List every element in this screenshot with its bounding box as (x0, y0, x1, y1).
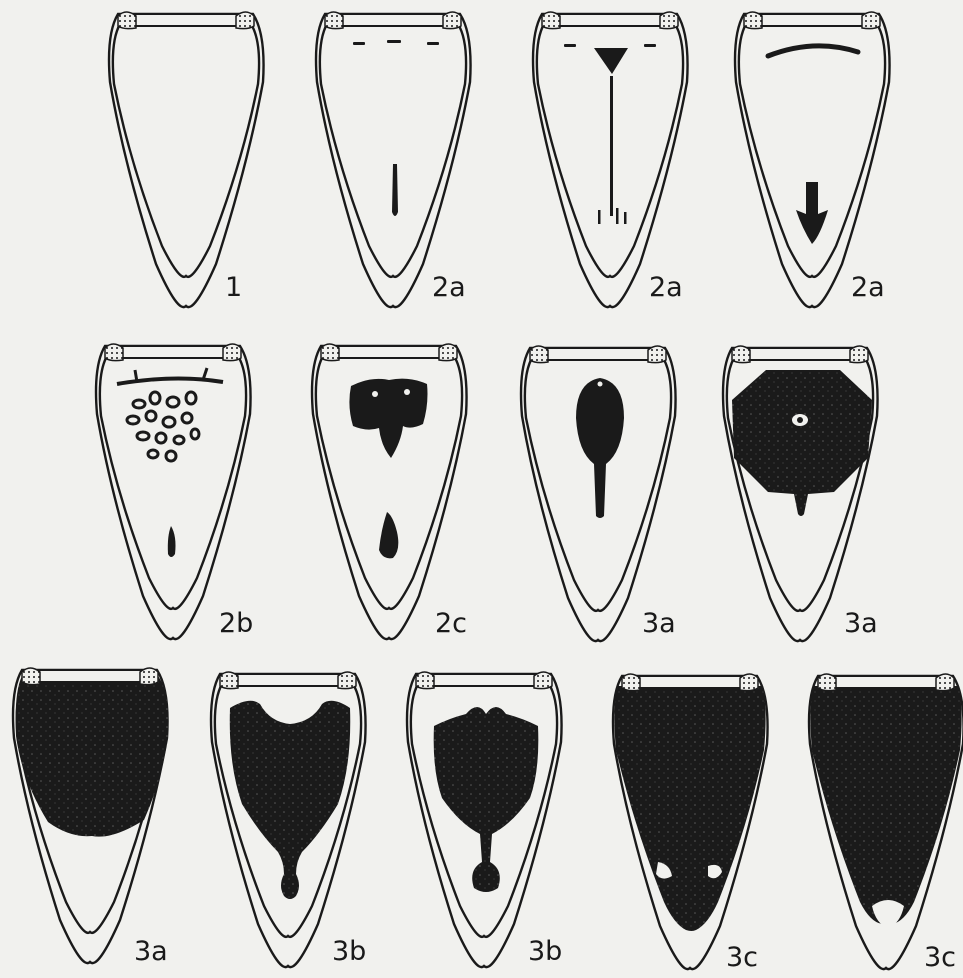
left-cap-stipple (818, 674, 836, 691)
right-cap-stipple (660, 12, 678, 29)
top-cap-bar (638, 676, 742, 688)
left-cap-stipple (105, 344, 123, 361)
panel-4: 2a (735, 12, 890, 307)
top-cap-bar (341, 14, 445, 26)
panel-11: 3b (407, 672, 562, 967)
left-cap-stipple (220, 672, 238, 689)
panel-label: 2a (649, 272, 683, 303)
panel-12: 3c (613, 674, 768, 973)
right-cap-stipple (862, 12, 880, 29)
lesion-upper-full (16, 676, 169, 837)
left-cap-stipple (622, 674, 640, 691)
panel-5: 2b (96, 344, 253, 639)
top-cap-bar (546, 348, 650, 360)
lesion-crown-blot (349, 379, 427, 559)
panel-label: 2a (432, 272, 466, 303)
top-cap-bar (236, 674, 340, 686)
lesion-spots (117, 368, 223, 557)
panel-10: 3b (211, 672, 366, 967)
lesion-octagon (732, 370, 872, 516)
top-cap-bar (748, 348, 852, 360)
left-cap-stipple (542, 12, 560, 29)
panel-8: 3a (723, 346, 878, 641)
panel-3: 2a (533, 12, 688, 307)
panel-9: 3a (13, 668, 168, 967)
panel-label: 3c (726, 942, 758, 973)
specimen-inner-outline (320, 24, 466, 277)
right-cap-stipple (439, 344, 457, 361)
panel-label: 3a (134, 936, 168, 967)
panel-label: 1 (225, 272, 242, 303)
left-cap-stipple (22, 668, 40, 685)
panel-label: 3b (528, 936, 562, 967)
panel-label: 2c (435, 608, 467, 639)
lesion-tip-gap (872, 900, 904, 928)
left-cap-stipple (530, 346, 548, 363)
panel-label: 3c (924, 942, 956, 973)
left-cap-stipple (416, 672, 434, 689)
top-cap-bar (760, 14, 864, 26)
right-cap-stipple (936, 674, 954, 691)
specimen-inner-outline (113, 24, 259, 277)
left-cap-stipple (732, 346, 750, 363)
lesion-full (810, 686, 961, 924)
top-cap-bar (834, 676, 938, 688)
left-cap-stipple (325, 12, 343, 29)
top-cap-bar (337, 346, 441, 358)
lesion-flask (230, 701, 351, 899)
right-cap-stipple (534, 672, 552, 689)
panel-label: 3a (844, 608, 878, 639)
panel-2: 2a (316, 12, 471, 307)
top-cap-bar (121, 346, 225, 358)
specimen-inner-outline (100, 356, 246, 609)
lesion-drop (576, 378, 624, 518)
right-cap-stipple (443, 12, 461, 29)
panel-label: 3b (332, 936, 366, 967)
panel-1: 1 (109, 12, 264, 307)
lesion-streak (353, 40, 439, 216)
left-cap-stipple (744, 12, 762, 29)
lesion-arc-arrow (768, 46, 858, 244)
panel-label: 3a (642, 608, 676, 639)
left-cap-stipple (321, 344, 339, 361)
panel-13: 3c (809, 674, 963, 973)
panel-6: 2c (312, 344, 467, 639)
right-cap-stipple (140, 668, 158, 685)
top-cap-bar (134, 14, 238, 26)
panel-label: 2a (851, 272, 885, 303)
top-cap-bar (558, 14, 662, 26)
top-cap-bar (38, 670, 142, 682)
lesion-full-notched (614, 686, 765, 931)
panel-7: 3a (521, 346, 676, 641)
panel-label: 2b (219, 608, 253, 639)
right-cap-stipple (648, 346, 666, 363)
right-cap-stipple (850, 346, 868, 363)
right-cap-stipple (236, 12, 254, 29)
right-cap-stipple (740, 674, 758, 691)
right-cap-stipple (223, 344, 241, 361)
right-cap-stipple (338, 672, 356, 689)
lesion-cross-line (564, 44, 656, 224)
top-cap-bar (432, 674, 536, 686)
left-cap-stipple (118, 12, 136, 29)
